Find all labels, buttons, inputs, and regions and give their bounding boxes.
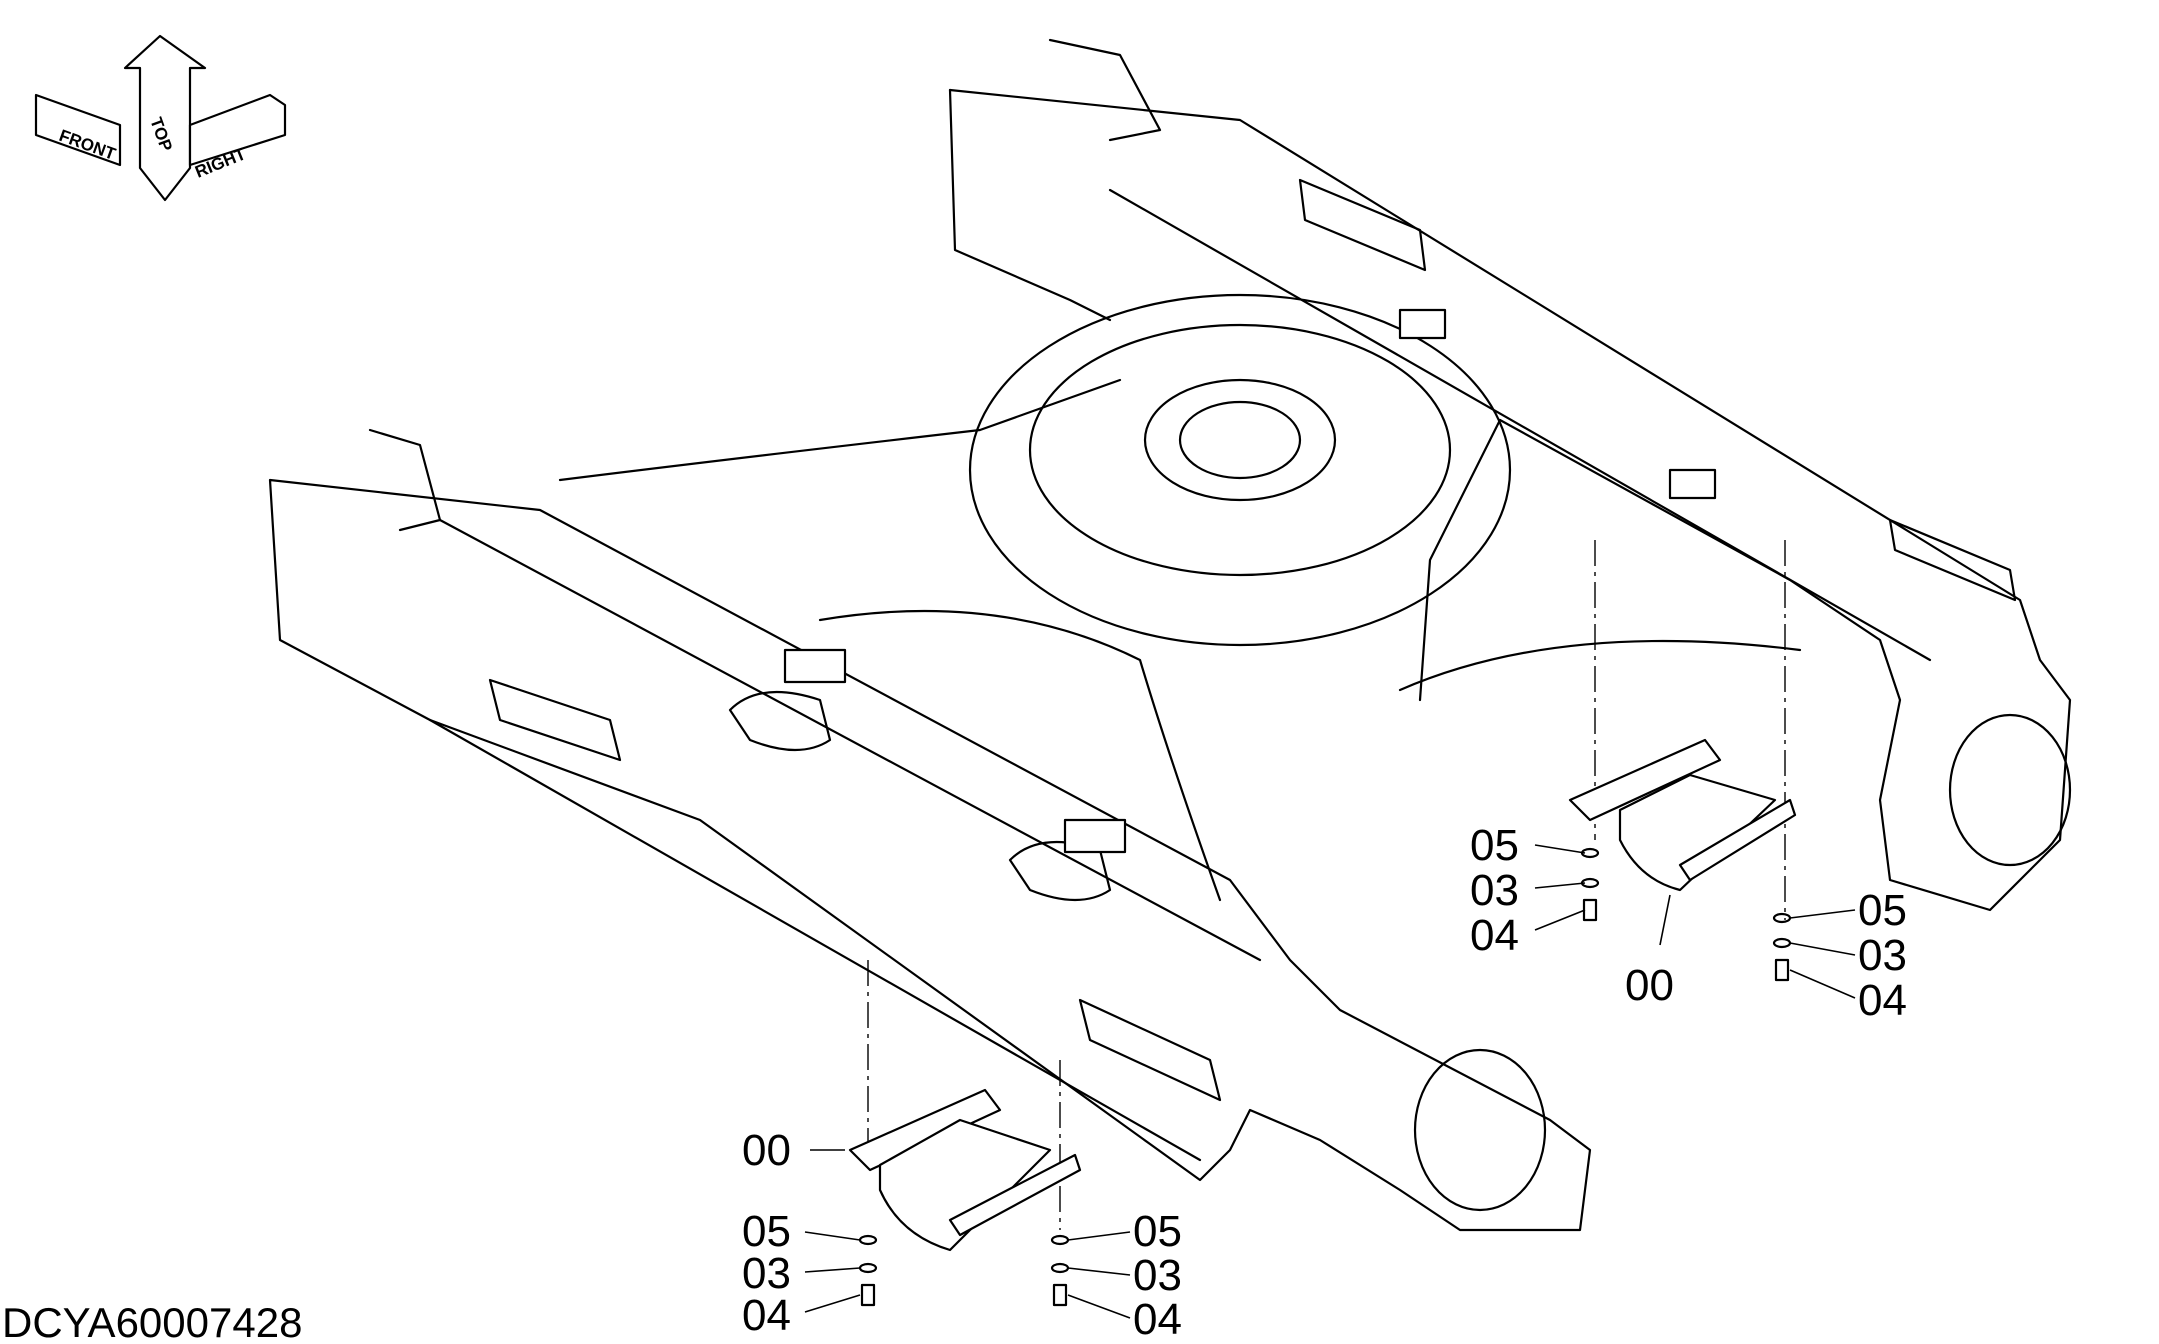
leader-front-04a (804, 1294, 861, 1313)
guard-rail-4 (1888, 518, 2017, 602)
rear-bolt-icon-1 (1582, 898, 1598, 922)
rear-label-00: 00 (1625, 961, 1674, 1010)
drawing-code: DCYA60007428 (2, 1299, 302, 1344)
front-bracket-top-plate (848, 1088, 1002, 1172)
rear-label-04b: 04 (1858, 976, 1907, 1025)
leader-front-05a (804, 1231, 861, 1241)
rear-label-05a: 05 (1470, 821, 1519, 870)
pad-4 (1668, 468, 1717, 500)
center-body-lower-right (1398, 639, 1802, 692)
front-label-04a: 04 (742, 1291, 791, 1340)
swing-bearing-inner (1028, 323, 1452, 577)
leader-front-05b (1067, 1231, 1131, 1241)
access-hole-2 (1008, 840, 1112, 902)
swivel-joint-outer (1143, 378, 1337, 502)
rear-frame-edge (1108, 188, 1932, 662)
front-label-03a: 03 (742, 1249, 791, 1298)
front-label-05b: 05 (1133, 1207, 1182, 1256)
front-frame-bracket (368, 428, 442, 532)
rear-bracket-top-plate (1568, 738, 1722, 822)
swivel-joint-inner (1178, 400, 1302, 480)
front-label-03b: 03 (1133, 1251, 1182, 1300)
front-arrow-icon (34, 93, 122, 167)
guard-rail-1 (488, 678, 622, 762)
rear-bolt-icon-2 (1774, 958, 1790, 982)
front-idler-hole (1413, 1048, 1547, 1212)
rear-frame-bracket (1048, 38, 1162, 142)
front-washer-icon-2 (858, 1262, 878, 1274)
front-bolt-icon-2 (1052, 1283, 1068, 1307)
front-washer-icon-3 (1050, 1234, 1070, 1246)
pad-2 (1063, 818, 1127, 854)
leader-rear-05a (1534, 844, 1586, 854)
pad-1 (783, 648, 847, 684)
rear-side-frame (948, 88, 2072, 912)
leader-rear-03b (1789, 942, 1856, 956)
front-label-05a: 05 (742, 1207, 791, 1256)
front-bracket-rail (948, 1153, 1082, 1237)
leader-front-03b (1067, 1267, 1131, 1276)
undercarriage-frame (268, 38, 2072, 1232)
center-body-front-edge (558, 378, 1122, 482)
rear-label-04a: 04 (1470, 911, 1519, 960)
leader-rear-03a (1534, 882, 1586, 889)
leader-rear-05b (1789, 909, 1856, 919)
top-arrow-icon (123, 34, 207, 202)
center-body-right-edge (1418, 418, 1502, 702)
front-washer-icon-1 (858, 1234, 878, 1246)
pad-3 (1398, 308, 1447, 340)
right-arrow-icon (188, 93, 287, 167)
leader-front-04b (1067, 1294, 1131, 1319)
leader-rear-04a (1534, 909, 1586, 931)
leader-front-03a (804, 1267, 861, 1273)
rear-label-03b: 03 (1858, 931, 1907, 980)
front-frame-lower-edge (428, 718, 1202, 1162)
front-bracket-assembly: 00 05 03 04 05 03 04 (742, 960, 1182, 1344)
leader-rear-00 (1659, 894, 1671, 946)
front-label-00: 00 (742, 1126, 791, 1175)
center-body-lower-left (818, 609, 1222, 902)
rear-label-05b: 05 (1858, 886, 1907, 935)
front-washer-icon-4 (1050, 1262, 1070, 1274)
rear-bracket-rail (1678, 798, 1797, 882)
rear-washer-icon-3 (1772, 912, 1792, 924)
rear-bracket-assembly: 05 03 04 00 05 03 04 (1470, 540, 1907, 1025)
guard-rail-3 (1298, 178, 1427, 272)
front-side-frame (268, 478, 1592, 1232)
front-frame-top-edge (438, 518, 1262, 962)
rear-idler-hole (1948, 713, 2072, 867)
swing-bearing-outer (968, 293, 1512, 647)
guard-rail-2 (1078, 998, 1222, 1102)
leader-rear-04b (1789, 969, 1856, 999)
rear-label-03a: 03 (1470, 866, 1519, 915)
access-hole-1 (728, 690, 832, 752)
rear-frame-end (948, 88, 1112, 322)
front-label-04b: 04 (1133, 1295, 1182, 1344)
orientation-indicator: TOP FRONT RIGHT (34, 34, 287, 202)
front-bolt-icon-1 (860, 1283, 876, 1307)
rear-washer-icon-4 (1772, 937, 1792, 949)
